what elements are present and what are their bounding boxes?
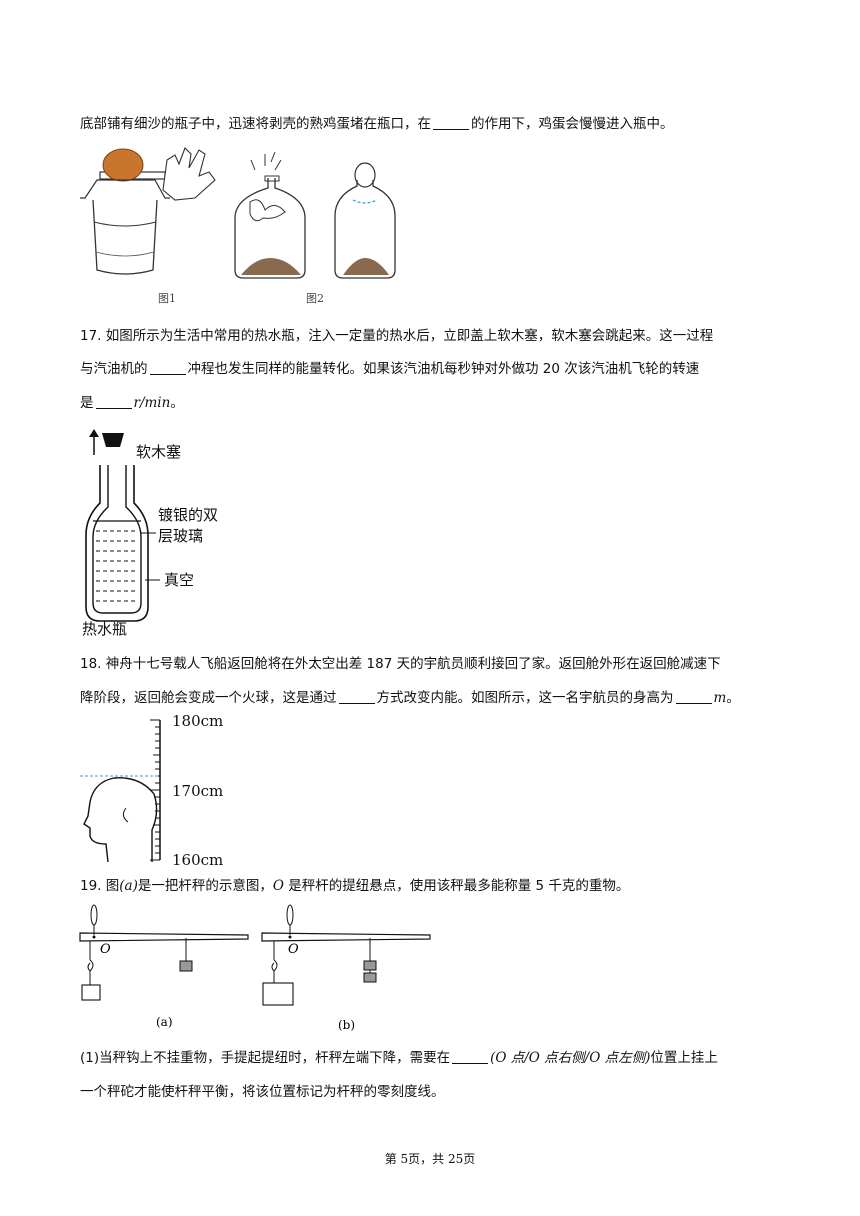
answer-blank[interactable] [433,115,469,130]
q17-text-line1: 17. 如图所示为生活中常用的热水瓶，注入一定量的热水后，立即盖上软木塞，软木塞… [80,328,714,344]
q18-height-figure: 180cm 170cm 160cm [80,712,223,869]
svg-text:图2: 图2 [306,292,324,305]
q19-steelyard-figure: O (a) O (b) [79,904,431,1032]
hand-icon [162,147,216,201]
answer-blank[interactable] [338,689,375,704]
q18-text-line2: 降阶段，返回舱会变成一个火球，这是通过方式改变内能。如图所示，这一名宇航员的身高… [80,689,740,706]
q17-thermos-figure: 软木塞 镀银的双 层玻璃 真空 热水瓶 [82,429,218,638]
svg-text:软木塞: 软木塞 [136,443,181,461]
egg-icon [354,162,376,188]
answer-blank[interactable] [675,689,712,704]
svg-text:(b): (b) [338,1018,355,1032]
page-footer: 第 5页，共 25页 [384,1152,476,1166]
svg-text:O: O [100,942,111,957]
q16-text-line1: 底部铺有细沙的瓶子中，迅速将剥壳的熟鸡蛋堵在瓶口，在的作用下，鸡蛋会慢慢进入瓶中… [80,115,674,132]
q19-sub1-line1: (1)当秤钩上不挂重物，手提起提纽时，杆秤左端下降，需要在(O 点/O 点右侧/… [80,1049,718,1066]
svg-text:180cm: 180cm [172,712,223,730]
svg-text:真空: 真空 [164,571,194,589]
egg-icon [102,148,144,182]
q18-text-line1: 18. 神舟十七号载人飞船返回舱将在外太空出差 187 天的宇航员顺利接回了家。… [80,656,721,672]
q16-figure: 图1 图2 [80,147,396,305]
steelyard-b: O (b) [261,904,431,1032]
head-icon [83,777,158,863]
q19-text-line1: 19. 图(a)是一把杆秤的示意图，O 是秤杆的提纽悬点，使用该秤最多能称量 5… [80,878,630,894]
answer-blank[interactable] [149,360,186,375]
svg-text:图1: 图1 [158,292,176,305]
q19-sub1-line2: 一个秤砣才能使杆秤平衡，将该位置标记为杆秤的零刻度线。 [80,1084,445,1100]
svg-text:层玻璃: 层玻璃 [158,527,203,545]
answer-blank[interactable] [95,394,132,409]
svg-text:镀银的双: 镀银的双 [158,506,218,524]
svg-text:160cm: 160cm [172,851,223,869]
q17-text-line2: 与汽油机的冲程也发生同样的能量转化。如果该汽油机每秒钟对外做功 20 次该汽油机… [80,360,700,377]
steelyard-a: O (a) [79,904,249,1029]
svg-text:(a): (a) [156,1015,173,1029]
svg-text:170cm: 170cm [172,782,223,800]
cork-icon [102,433,124,447]
svg-text:O: O [288,942,299,957]
answer-blank[interactable] [452,1049,489,1064]
svg-text:热水瓶: 热水瓶 [82,620,127,638]
